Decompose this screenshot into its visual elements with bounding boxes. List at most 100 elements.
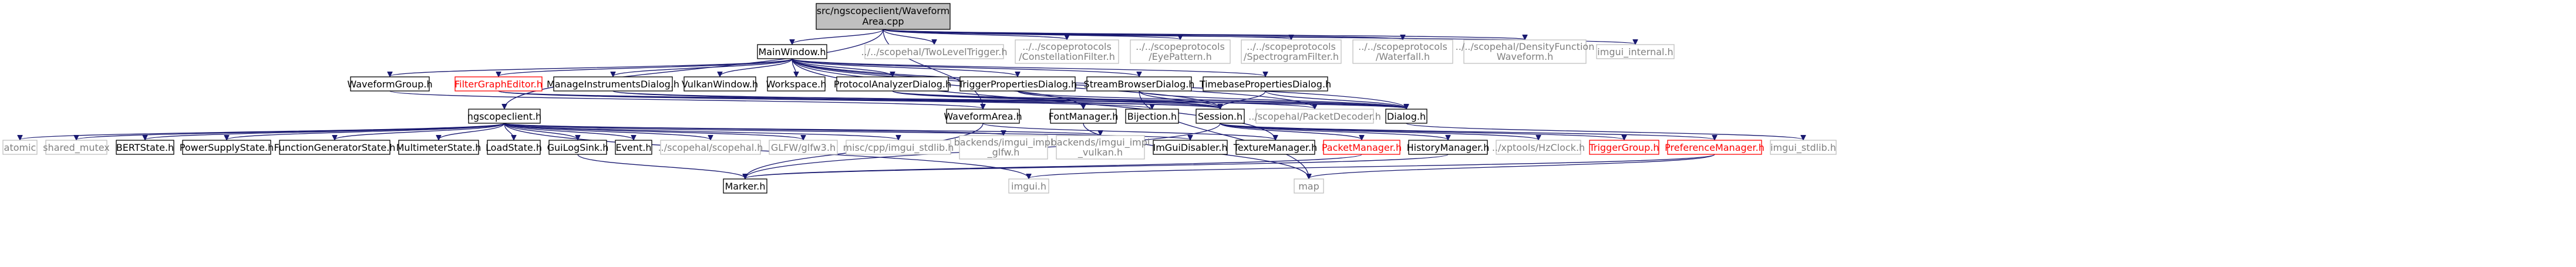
node-packetmanager-label: PacketManager.h bbox=[1322, 142, 1402, 153]
node-bertstate-label: BERTState.h bbox=[116, 142, 174, 153]
node-waveformarea[interactable]: WaveformArea.h bbox=[944, 109, 1022, 124]
edge-ngscopeclient-to-imguidisabler bbox=[504, 123, 1190, 140]
edge-triggerprops-to-dialog bbox=[1017, 90, 1406, 109]
node-scopehalh-label: ../scopehal/scopehal.h bbox=[658, 142, 763, 153]
node-ngscopeclient-label: ngscopeclient.h bbox=[467, 111, 541, 122]
node-atomic: atomic bbox=[2, 140, 38, 155]
node-waveformarea-label: WaveformArea.h bbox=[944, 111, 1022, 122]
node-guilogsink[interactable]: GuiLogSink.h bbox=[547, 140, 609, 155]
node-map: map bbox=[1294, 178, 1324, 194]
edge-session-to-prefmanager bbox=[1220, 123, 1715, 140]
edge-ngscopeclient-to-glfw3 bbox=[504, 123, 803, 140]
node-triggerprops-label: TriggerPropertiesDialog.h bbox=[958, 79, 1077, 90]
node-session-label: Session.h bbox=[1198, 111, 1242, 122]
node-densityfn-label-2: Waveform.h bbox=[1497, 51, 1553, 62]
node-imguistdlib: imgui_stdlib.h bbox=[1770, 140, 1837, 155]
node-sharedmutex: shared_mutex bbox=[43, 140, 110, 155]
node-imguistdlibmisc: misc/cpp/imgui_stdlib.h bbox=[843, 140, 954, 155]
node-filtergraph-label: FilterGraphEditor.h bbox=[454, 79, 543, 90]
edge-session-to-hzclock bbox=[1220, 123, 1538, 140]
node-imguistdlibmisc-label: misc/cpp/imgui_stdlib.h bbox=[843, 142, 954, 154]
node-triggerprops[interactable]: TriggerPropertiesDialog.h bbox=[958, 76, 1077, 92]
node-imguih-label: imgui.h bbox=[1011, 181, 1046, 192]
node-hzclock: ../xptools/HzClock.h bbox=[1492, 140, 1585, 155]
node-streambrowser[interactable]: StreamBrowserDialog.h bbox=[1084, 76, 1195, 92]
edge-ngscopeclient-to-eventh bbox=[504, 123, 634, 140]
node-funcgenstate[interactable]: FunctionGeneratorState.h bbox=[274, 140, 396, 155]
node-timebaseprops[interactable]: TimebasePropertiesDialog.h bbox=[1199, 76, 1331, 92]
node-imguiinternal: imgui_internal.h bbox=[1596, 44, 1675, 59]
edge-streambrowser-to-session bbox=[1139, 90, 1220, 109]
node-powersupplystate[interactable]: PowerSupplyState.h bbox=[180, 140, 274, 155]
node-sharedmutex-label: shared_mutex bbox=[43, 142, 110, 154]
node-spectrogram: ../../scopeprotocols /SpectrogramFilter.… bbox=[1241, 39, 1342, 64]
edge-streambrowser-to-dialog bbox=[1139, 90, 1406, 109]
node-imguidisabler-label: ImGuiDisabler.h bbox=[1153, 142, 1228, 153]
node-loadstate[interactable]: LoadState.h bbox=[486, 140, 542, 155]
node-prefmanager[interactable]: PreferenceManager.h bbox=[1665, 140, 1765, 155]
node-loadstate-label: LoadState.h bbox=[486, 142, 542, 153]
node-eyepattern-label-1: ../../scopeprotocols bbox=[1136, 41, 1225, 52]
node-imguiinternal-label: imgui_internal.h bbox=[1597, 46, 1673, 58]
edge-mainwindow-to-streambrowser bbox=[792, 58, 1139, 76]
node-dialog[interactable]: Dialog.h bbox=[1385, 109, 1427, 124]
node-scopehalh: ../scopehal/scopehal.h bbox=[658, 140, 763, 155]
node-historymanager-label: HistoryManager.h bbox=[1407, 142, 1490, 153]
node-multimeterstate[interactable]: MultimeterState.h bbox=[396, 140, 481, 155]
edge-ngscopeclient-to-scopehalh bbox=[504, 123, 710, 140]
node-imguivulkan: backends/imgui_impl _vulkan.h bbox=[1051, 135, 1150, 160]
node-root-label-1: src/ngscopeclient/Waveform bbox=[817, 5, 950, 16]
edge-historymanager-to-marker bbox=[745, 154, 1449, 178]
node-historymanager[interactable]: HistoryManager.h bbox=[1407, 140, 1490, 155]
node-mainwindow[interactable]: MainWindow.h bbox=[757, 44, 827, 59]
node-marker[interactable]: Marker.h bbox=[723, 178, 767, 194]
node-spectrogram-label-2: /SpectrogramFilter.h bbox=[1244, 51, 1339, 62]
edge-root-to-imguiinternal bbox=[883, 29, 1635, 44]
edge-protocolanalyzer-to-packetdecoder bbox=[892, 90, 1315, 109]
node-twolevel: ../../scopehal/TwoLevelTrigger.h bbox=[861, 44, 1008, 59]
node-streambrowser-label: StreamBrowserDialog.h bbox=[1084, 79, 1195, 90]
node-vulkanwindow[interactable]: VulkanWindow.h bbox=[682, 76, 758, 92]
edge-ngscopeclient-to-loadstate bbox=[504, 123, 514, 140]
node-twolevel-label: ../../scopehal/TwoLevelTrigger.h bbox=[861, 46, 1008, 58]
node-waterfall: ../../scopeprotocols /Waterfall.h bbox=[1352, 39, 1453, 64]
node-waveformgroup[interactable]: WaveformGroup.h bbox=[347, 76, 433, 92]
node-bijection[interactable]: Bijection.h bbox=[1125, 109, 1179, 124]
edge-ngscopeclient-to-imguistdlibmisc bbox=[504, 123, 898, 140]
node-waterfall-label-2: /Waterfall.h bbox=[1376, 51, 1430, 62]
node-protocolanalyzer-label: ProtocolAnalyzerDialog.h bbox=[834, 79, 951, 90]
node-session[interactable]: Session.h bbox=[1196, 109, 1245, 124]
node-waveformgroup-label: WaveformGroup.h bbox=[347, 79, 432, 90]
edge-waveformgroup-to-waveformarea bbox=[389, 90, 983, 109]
node-imguivulkan-label-1: backends/imgui_impl bbox=[1051, 137, 1150, 148]
node-fontmanager-label: FontManager.h bbox=[1049, 111, 1119, 122]
edge-root-to-densityfn bbox=[883, 29, 1525, 39]
edge-mainwindow-to-vulkanwindow bbox=[720, 58, 793, 76]
node-mainwindow-label: MainWindow.h bbox=[758, 46, 826, 58]
node-packetmanager[interactable]: PacketManager.h bbox=[1322, 140, 1402, 155]
node-eyepattern: ../../scopeprotocols /EyePattern.h bbox=[1130, 39, 1231, 64]
node-imguistdlib-label: imgui_stdlib.h bbox=[1770, 142, 1836, 154]
edge-ngscopeclient-to-funcgenstate bbox=[335, 123, 505, 140]
node-bijection-label: Bijection.h bbox=[1127, 111, 1177, 122]
node-triggergroup[interactable]: TriggerGroup.h bbox=[1588, 140, 1659, 155]
edge-prefmanager-to-map bbox=[1309, 154, 1715, 178]
node-ngscopeclient[interactable]: ngscopeclient.h bbox=[467, 109, 541, 124]
node-eventh[interactable]: Event.h bbox=[615, 140, 652, 155]
node-spectrogram-label-1: ../../scopeprotocols bbox=[1247, 41, 1336, 52]
node-imguidisabler[interactable]: ImGuiDisabler.h bbox=[1153, 140, 1228, 155]
node-powersupplystate-label: PowerSupplyState.h bbox=[180, 142, 274, 153]
node-bertstate[interactable]: BERTState.h bbox=[116, 140, 174, 155]
node-protocolanalyzer[interactable]: ProtocolAnalyzerDialog.h bbox=[834, 76, 951, 92]
node-root-label-2: Area.cpp bbox=[862, 16, 904, 27]
edge-protocolanalyzer-to-dialog bbox=[892, 90, 1406, 109]
node-filtergraph[interactable]: FilterGraphEditor.h bbox=[454, 76, 543, 92]
edge-mainwindow-to-waveformgroup bbox=[390, 58, 793, 76]
node-eventh-label: Event.h bbox=[615, 142, 651, 153]
node-imguivulkan-label-2: _vulkan.h bbox=[1077, 147, 1123, 158]
node-texturemanager[interactable]: TextureManager.h bbox=[1233, 140, 1317, 155]
node-manageinstr[interactable]: ManageInstrumentsDialog.h bbox=[547, 76, 679, 92]
node-fontmanager[interactable]: FontManager.h bbox=[1049, 109, 1119, 124]
node-workspace[interactable]: Workspace.h bbox=[766, 76, 827, 92]
